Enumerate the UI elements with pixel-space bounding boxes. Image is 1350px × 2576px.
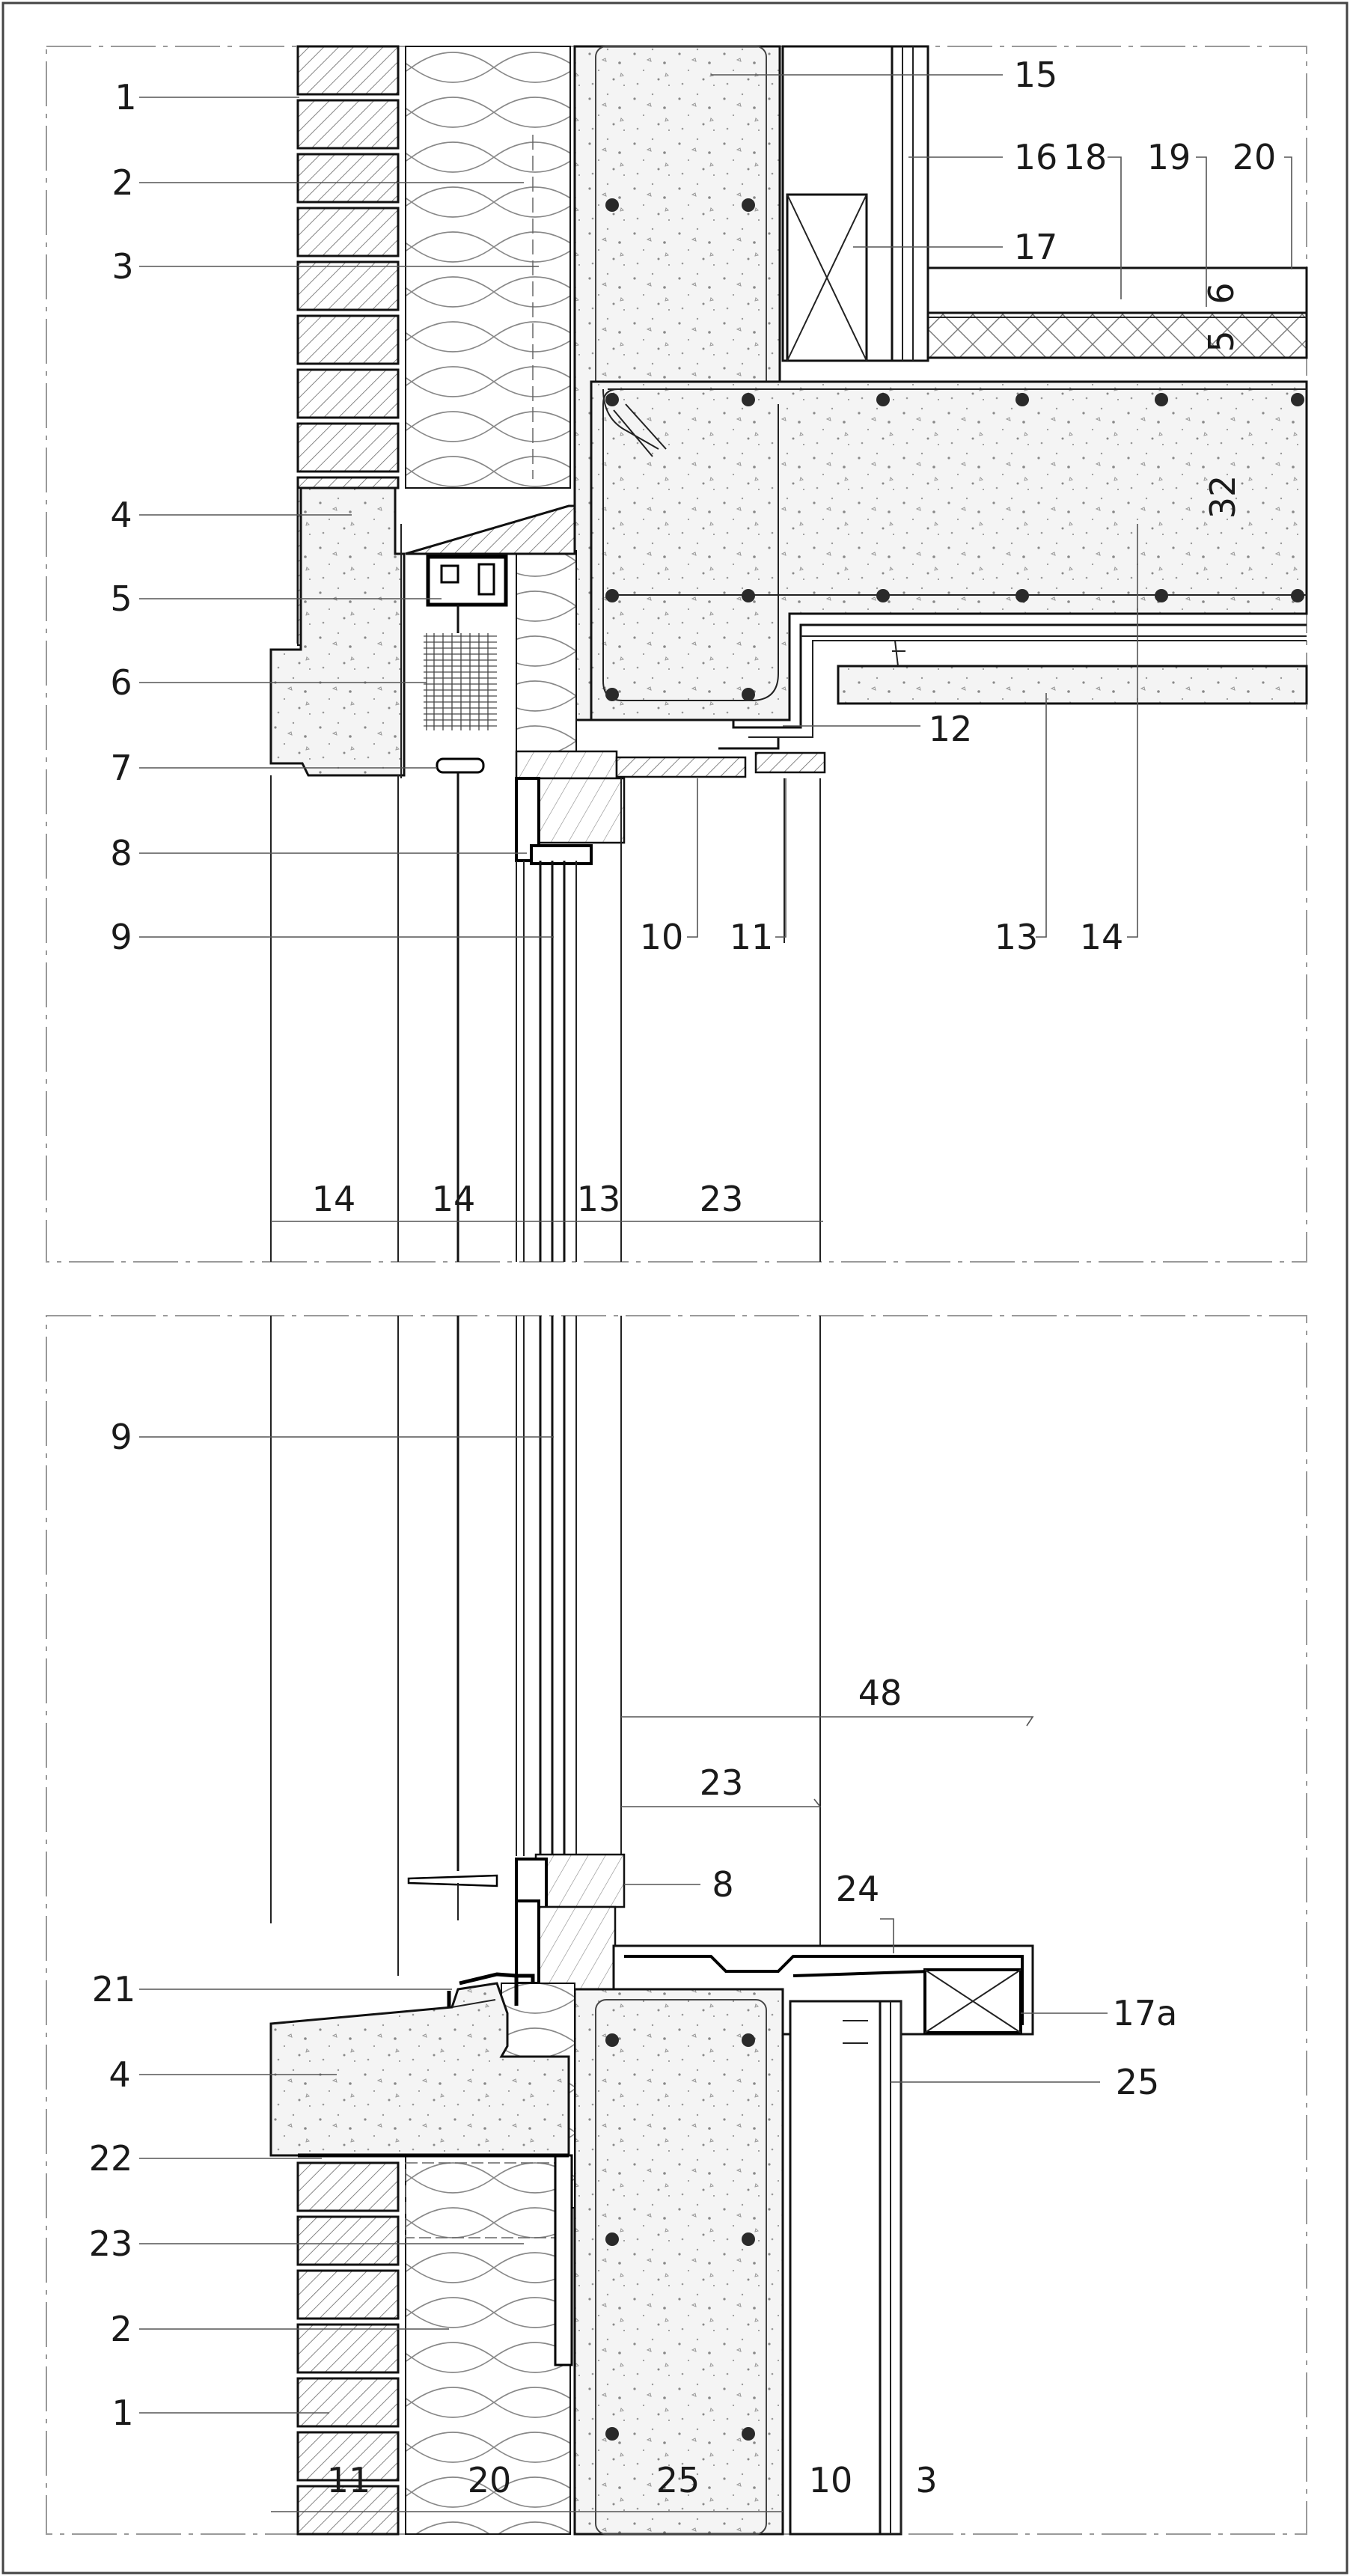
callout-17: 17 (1014, 227, 1058, 267)
suspended-ceiling (837, 665, 1308, 705)
dimension-23: 23 (700, 1179, 744, 1219)
callout-b25: 25 (1116, 2062, 1160, 2102)
callout-b8: 8 (712, 1864, 733, 1905)
callout-20: 20 (1233, 137, 1277, 177)
leaders-bottom (139, 1436, 1108, 2512)
dimension-b11: 11 (327, 2460, 371, 2500)
blind-bottom-rail (436, 757, 485, 774)
brick-wall-top (296, 45, 400, 646)
rebar-top (605, 198, 1304, 701)
callout-2: 2 (112, 162, 133, 203)
callout-19: 19 (1147, 137, 1191, 177)
dimension-b3: 3 (915, 2460, 937, 2500)
sunblind-slats (424, 633, 497, 730)
callout-13: 13 (995, 917, 1039, 957)
floor-screed (919, 266, 1308, 314)
callout-v5: 5 (1201, 330, 1241, 352)
callout-6: 6 (110, 662, 132, 703)
inner-lining-bottom (789, 2000, 902, 2536)
callout-16: 16 (1014, 137, 1058, 177)
leaders-top-right (687, 74, 1292, 938)
dimension-b10: 10 (809, 2460, 853, 2500)
callout-b9: 9 (110, 1417, 132, 1457)
callout-9: 9 (110, 917, 132, 957)
callout-3: 3 (112, 246, 133, 287)
concrete-wall-bottom (573, 1988, 784, 2536)
rebar-bottom (605, 2033, 755, 2441)
callout-4: 4 (110, 495, 132, 535)
callout-b23: 23 (89, 2224, 133, 2264)
callout-10: 10 (640, 917, 684, 957)
callout-7: 7 (110, 748, 132, 788)
callout-b24: 24 (836, 1869, 880, 1909)
callout-b2: 2 (110, 2309, 132, 2349)
window-sill-frame (447, 1853, 626, 2015)
leaders-top-left (139, 97, 554, 938)
top-section-detail: 1 2 3 4 5 6 7 8 9 15 16 18 19 20 17 12 1… (46, 45, 1308, 1263)
callout-1: 1 (114, 77, 136, 117)
dimension-14a: 14 (312, 1179, 356, 1219)
callout-14: 14 (1080, 917, 1124, 957)
callout-12: 12 (929, 709, 973, 749)
floor-insulation (919, 311, 1308, 359)
dimension-13: 13 (577, 1179, 621, 1219)
callout-18: 18 (1063, 137, 1108, 177)
brick-wall-bottom (296, 2161, 400, 2536)
callout-b1: 1 (112, 2393, 133, 2433)
precast-lintel-top (269, 486, 406, 777)
triple-glazing-bottom (516, 1316, 577, 1856)
callout-b21: 21 (92, 1969, 136, 2009)
bottom-section-detail: 9 21 4 22 23 2 1 48 23 8 24 17a 25 11 20… (46, 1315, 1307, 2536)
callout-b22: 22 (89, 2138, 133, 2179)
reveal-insulation (516, 550, 577, 754)
callout-5: 5 (110, 579, 132, 619)
callout-11: 11 (730, 917, 774, 957)
callout-15: 15 (1014, 55, 1058, 95)
callout-b23-right: 23 (700, 1762, 744, 1803)
callout-v6: 6 (1201, 282, 1241, 304)
callout-b17a: 17a (1113, 1993, 1178, 2033)
dimension-b25: 25 (656, 2460, 700, 2500)
callout-b4: 4 (109, 2054, 130, 2095)
triple-glazing-top (516, 778, 622, 1262)
callout-v32: 32 (1203, 475, 1243, 519)
callout-b48: 48 (858, 1673, 902, 1713)
top-panel-frame (46, 46, 1307, 1263)
dimension-b20: 20 (468, 2460, 512, 2500)
callout-8: 8 (110, 833, 132, 873)
dimension-14b: 14 (432, 1179, 476, 1219)
window-head-frame (515, 738, 826, 865)
insulation-top (405, 46, 571, 489)
